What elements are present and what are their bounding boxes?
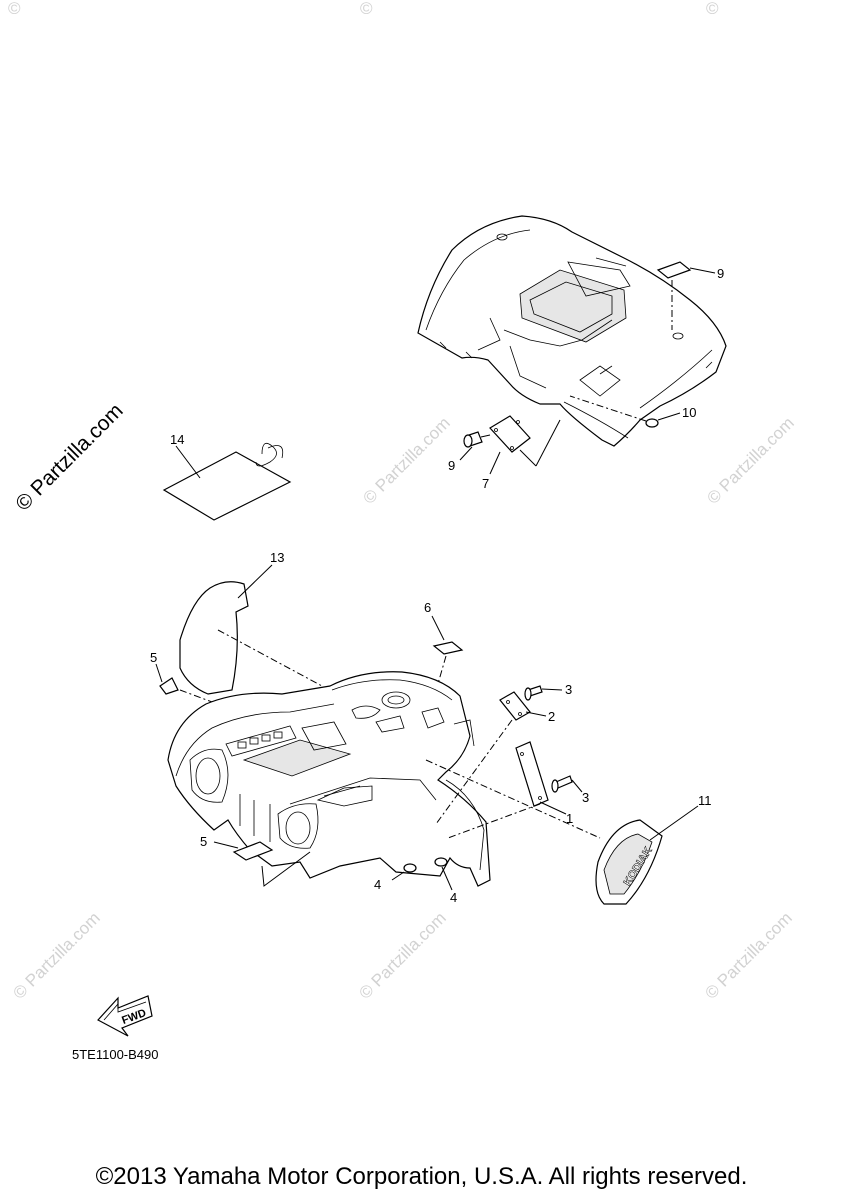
watermark: © Partzilla.com xyxy=(359,413,453,507)
part-11-label xyxy=(656,261,692,279)
copyright-notice: ©2013 Yamaha Motor Corporation, U.S.A. A… xyxy=(95,1163,748,1190)
callout-12: 11 xyxy=(698,793,712,808)
watermark: © Partzilla.com xyxy=(701,908,795,1002)
watermark-brand: © Partzilla.com xyxy=(11,399,127,515)
watermark-symbol: © xyxy=(360,0,373,18)
callout-14: 14 xyxy=(170,432,184,447)
part-12-emblem: KODIAK xyxy=(595,819,663,905)
part-2-bracket xyxy=(499,691,531,721)
watermark-symbol: © xyxy=(8,0,21,18)
part-8-plate xyxy=(489,415,531,453)
part-7-clip xyxy=(159,677,179,695)
callout-5: 6 xyxy=(424,600,431,615)
callout-7: 5 xyxy=(150,650,157,665)
part-4-grommet xyxy=(403,863,417,873)
part-4-grommet xyxy=(434,857,448,867)
fwd-arrow-icon: FWD xyxy=(97,995,153,1037)
callout-9: 9 xyxy=(448,458,455,473)
diagram-code: 5TE1100-B490 xyxy=(72,1047,159,1062)
top-copyright-marks: © © © xyxy=(8,0,719,18)
callout-3: 3 xyxy=(565,682,572,697)
callout-8: 7 xyxy=(482,476,489,491)
part-6-label xyxy=(232,841,274,861)
callout-6: 5 xyxy=(200,834,207,849)
callout-1: 1 xyxy=(566,811,573,826)
rear-fender xyxy=(417,215,727,447)
watermark: © Partzilla.com xyxy=(9,908,103,1002)
callout-4: 4 xyxy=(450,890,457,905)
part-10-grommet xyxy=(645,418,659,428)
part-14-bag xyxy=(162,442,292,521)
callout-13: 13 xyxy=(270,550,284,565)
callout-4: 4 xyxy=(374,877,381,892)
part-1-plate xyxy=(515,741,549,807)
part-5-label xyxy=(432,641,464,655)
part-13-sheet xyxy=(179,581,249,695)
callout-11: 9 xyxy=(717,266,724,281)
watermark: © Partzilla.com xyxy=(355,908,449,1002)
callout-10: 10 xyxy=(682,405,696,420)
watermark-symbol: © xyxy=(706,0,719,18)
callout-2: 2 xyxy=(548,709,555,724)
callout-3: 3 xyxy=(582,790,589,805)
watermark: © Partzilla.com xyxy=(703,413,797,507)
front-fender xyxy=(167,671,491,887)
